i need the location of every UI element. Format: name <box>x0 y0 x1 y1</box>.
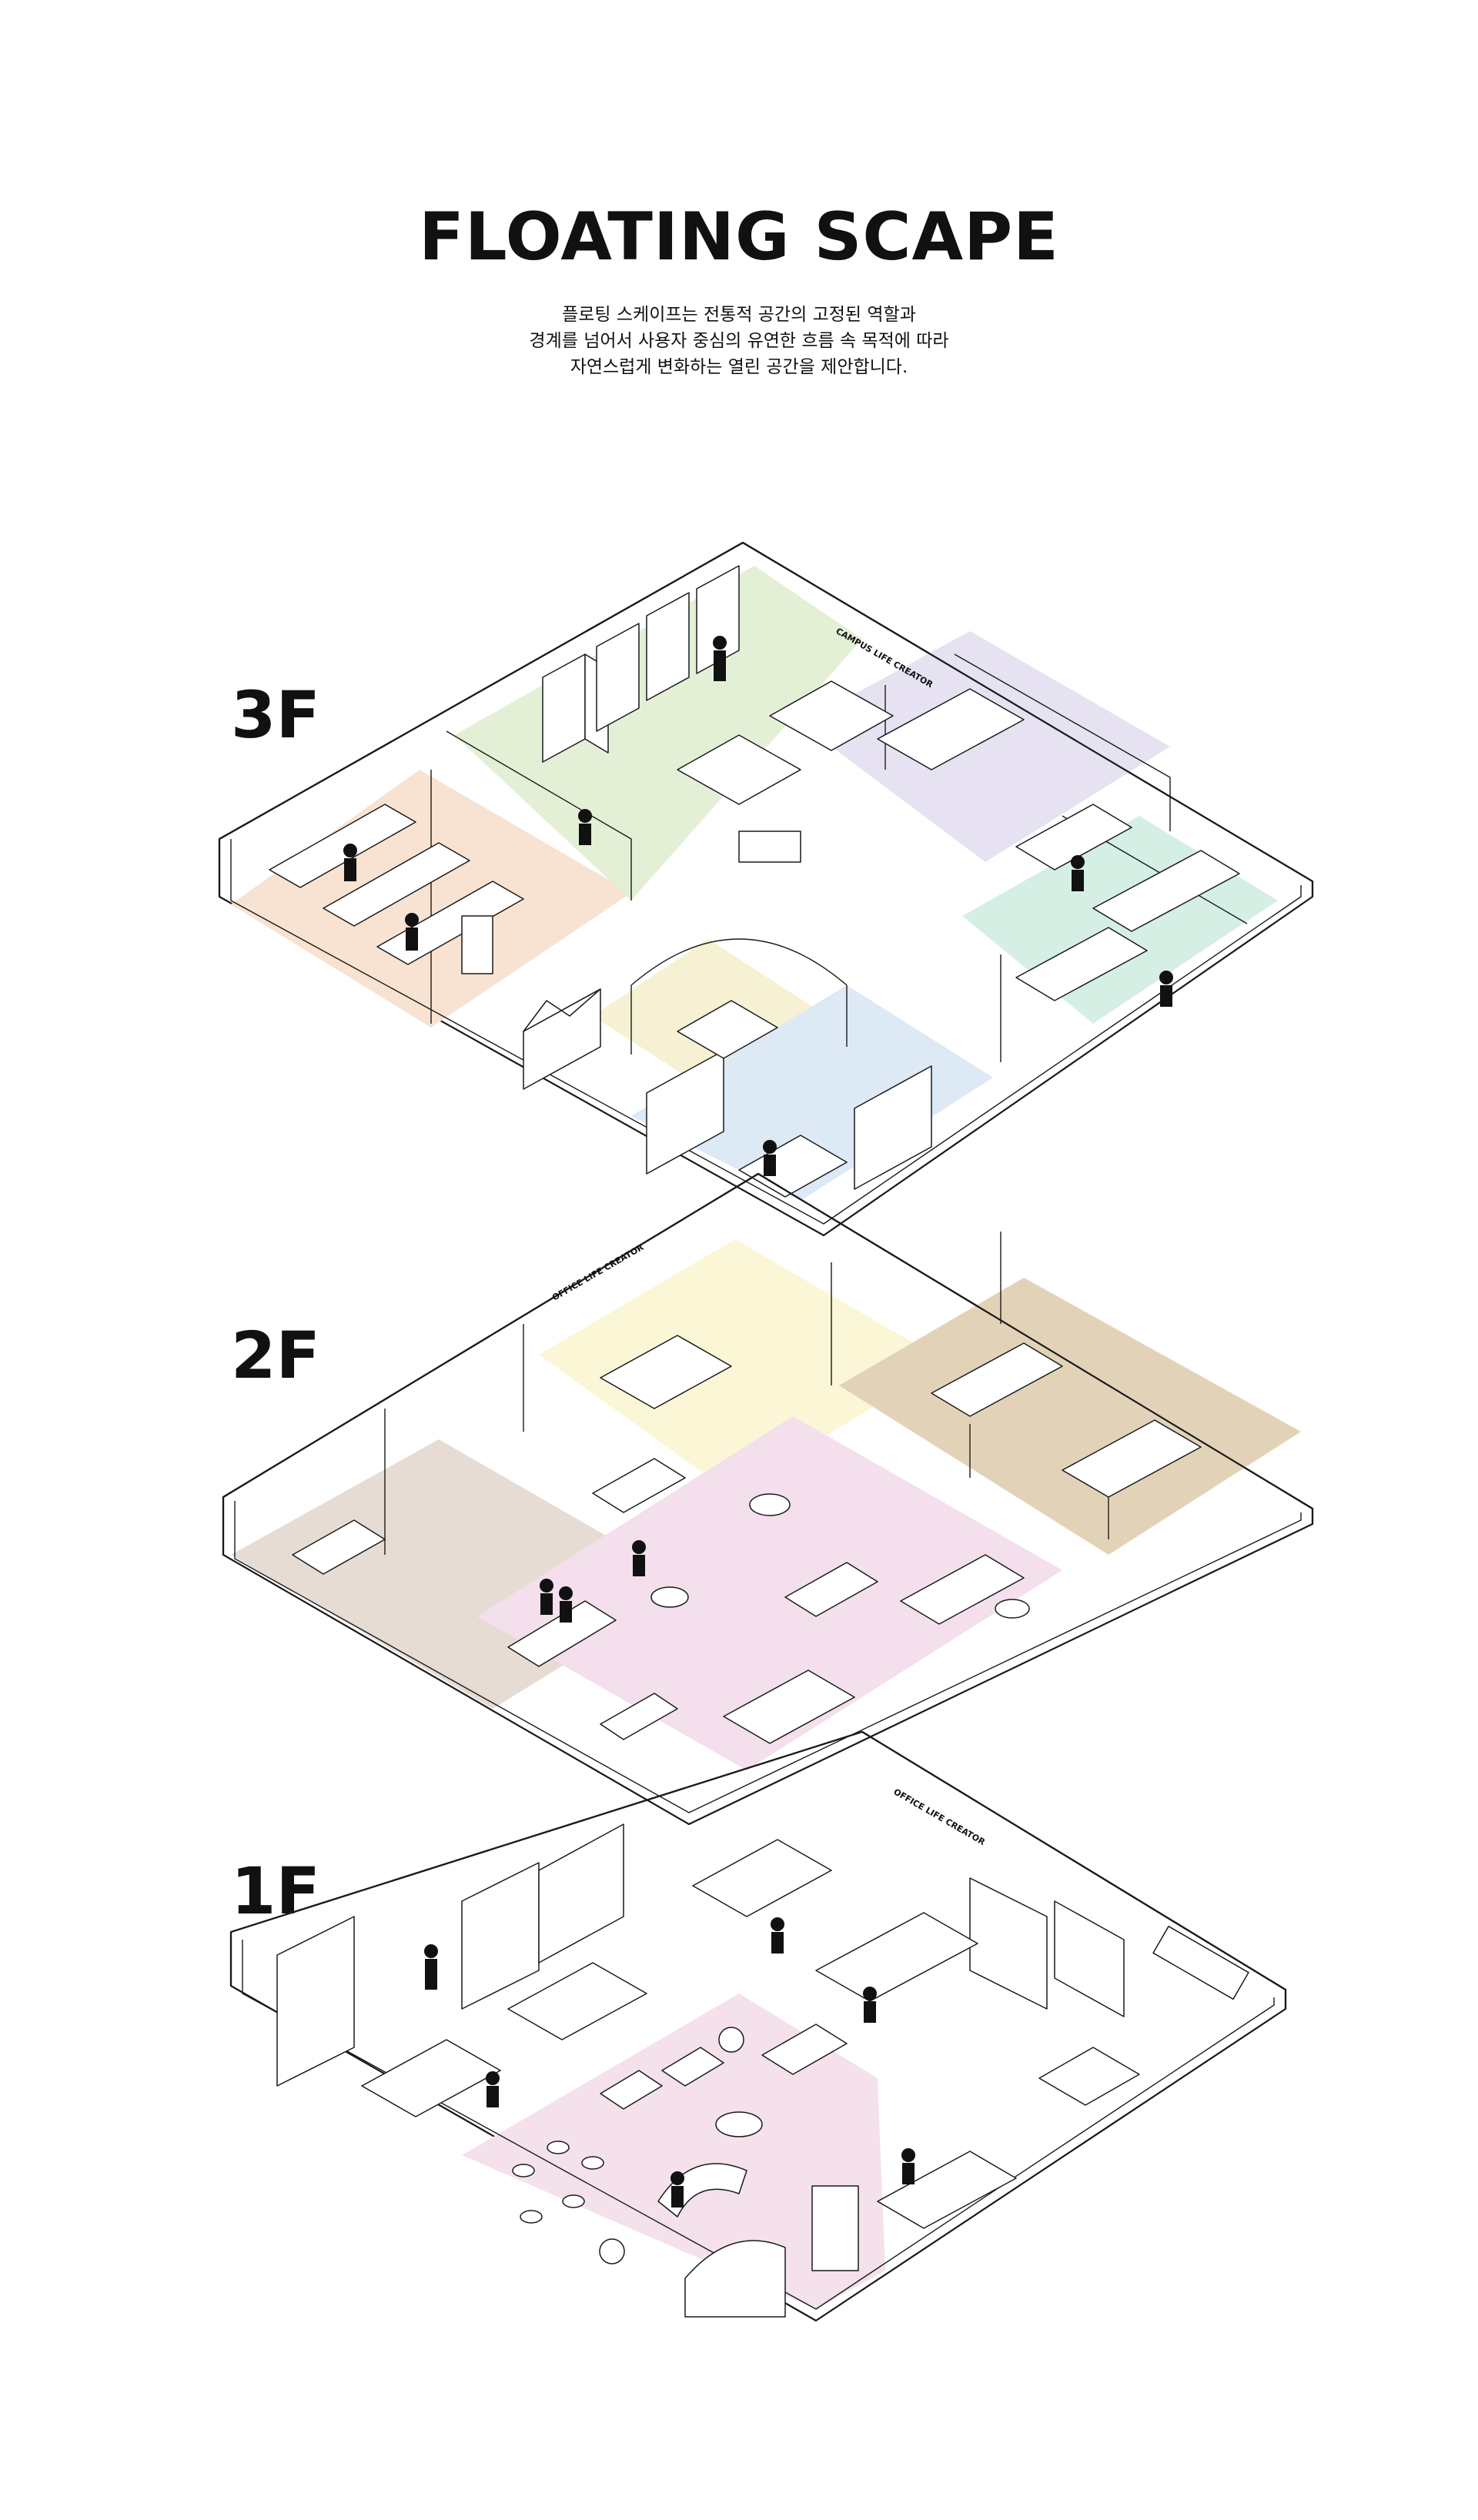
description-line: 자연스럽게 변화하는 열린 공간을 제안합니다. <box>570 357 908 377</box>
zone-lavender <box>801 631 1170 862</box>
zone-green <box>454 566 862 901</box>
bunk-bed <box>523 988 932 1190</box>
conference-table <box>931 1342 1202 1498</box>
person-icon <box>424 1917 915 2208</box>
stool <box>512 2141 604 2224</box>
phone-booth <box>811 2185 859 2271</box>
storage-cabinet <box>276 1823 1125 2087</box>
whiteboard <box>1152 1925 1249 2000</box>
desk-cluster <box>677 680 894 863</box>
floor-label-1f: 1F <box>231 1853 320 1929</box>
plant-icon <box>599 2027 744 2264</box>
round-table <box>650 1493 1030 1619</box>
floor-3f-plan: CAMPUS LIFE CREATOR <box>218 541 1314 1237</box>
desk-cluster <box>361 1839 1140 2229</box>
page-title: FLOATING SCAPE <box>419 199 1059 276</box>
person-icon <box>343 636 1173 1176</box>
person-icon <box>540 1540 646 1623</box>
bookcase <box>542 565 740 763</box>
zone-cream <box>539 1239 947 1493</box>
floor-label-3f: 3F <box>231 677 320 753</box>
floor-2f-plan: OFFICE LIFE CREATOR <box>222 1172 1314 1826</box>
zone-pink <box>477 1416 1062 1770</box>
desk-cluster <box>600 1335 855 1744</box>
table <box>677 1000 848 1198</box>
lounge-pod <box>684 2240 786 2318</box>
zone-pink <box>462 1994 885 2309</box>
description-line: 경계를 넘어서 사용자 중심의 유연한 흐름 속 목적에 따라 <box>529 331 949 351</box>
description-line: 플로팅 스케이프는 전통적 공간의 고정된 역할과 <box>562 305 916 325</box>
description: 플로팅 스케이프는 전통적 공간의 고정된 역할과 경계를 넘어서 사용자 중심… <box>0 302 1478 380</box>
wall-sign: OFFICE LIFE CREATOR <box>892 1786 988 1847</box>
zone-blue <box>631 985 993 1201</box>
desk-cluster <box>877 688 1132 871</box>
sofa <box>292 1458 1025 1740</box>
floor-label-2f: 2F <box>231 1318 320 1393</box>
zone-tan <box>839 1278 1301 1555</box>
lab-bench <box>1015 850 1240 1001</box>
